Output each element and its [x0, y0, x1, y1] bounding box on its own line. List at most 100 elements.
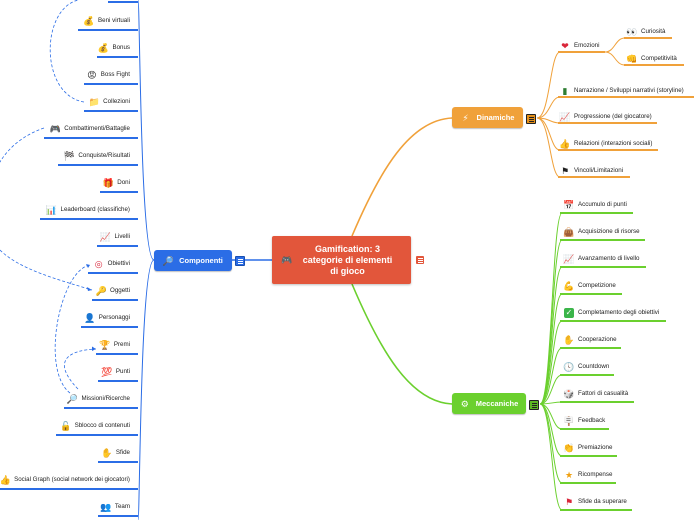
- componenti-item-conquiste[interactable]: 🏁 Conquiste/Risultati: [63, 151, 130, 161]
- meccaniche-item-premiazione[interactable]: 👏 Premiazione: [563, 443, 613, 453]
- meccaniche-item-ricompense[interactable]: ★ Ricompense: [564, 470, 613, 480]
- connector-dinamiche: [351, 117, 453, 237]
- meccaniche-item-countdown[interactable]: 🕓 Countdown: [563, 362, 610, 372]
- central-collapse-button[interactable]: [416, 256, 424, 264]
- componenti-item-leaderboard[interactable]: 📊 Leaderboard (classifiche): [45, 205, 130, 215]
- flag-icon: ⚑: [560, 166, 570, 176]
- componenti-item-doni[interactable]: 🎁 Doni: [102, 178, 130, 188]
- componenti-item-premi[interactable]: 🏆 Premi: [99, 340, 130, 350]
- hundred-icon: 💯: [101, 367, 113, 377]
- trophy-icon: 🏆: [99, 340, 111, 350]
- meccaniche-connectors: [539, 212, 563, 511]
- dinamiche-item-progressione[interactable]: 📈 Progressione (del giocatore): [559, 112, 652, 122]
- branch-dinamiche[interactable]: ⚡ Dinamiche: [452, 107, 523, 128]
- muscle-icon: 💪: [563, 281, 575, 291]
- clock-icon: 🕓: [563, 362, 575, 372]
- componenti-item-sblocco-contenuti[interactable]: 🔓 Sblocco di contenuti: [60, 421, 130, 431]
- signpost-icon: 🪧: [563, 416, 575, 426]
- red-flag-icon: ⚑: [564, 497, 574, 507]
- meccaniche-item-avanzamento-livello[interactable]: 📈 Avanzamento di livello: [563, 254, 640, 264]
- dinamiche-item-narrazione[interactable]: ▮ Narrazione / Sviluppi narrativi (story…: [560, 86, 684, 96]
- componenti-item-missioni[interactable]: 🔎 Missioni/Ricerche: [66, 394, 130, 404]
- angry-face-icon: 😡: [87, 70, 97, 80]
- dinamiche-connectors: [536, 37, 626, 178]
- thumbs-up-icon: 👍: [559, 139, 571, 149]
- money-bag-icon: 💰: [97, 43, 110, 53]
- dinamiche-item-competitivita[interactable]: 👊 Competitività: [626, 54, 677, 64]
- branch-meccaniche-label: Meccaniche: [475, 399, 519, 408]
- hand-icon: ✋: [563, 335, 575, 345]
- dinamiche-item-curiosita[interactable]: 👀 Curiosità: [626, 27, 666, 37]
- meccaniche-item-sfide-superare[interactable]: ⚑ Sfide da superare: [564, 497, 627, 507]
- componenti-connectors: [137, 0, 155, 520]
- key-icon: 🔑: [95, 286, 107, 296]
- componenti-item-beni-virtuali[interactable]: 💰 Beni virtuali: [83, 16, 130, 26]
- branch-dinamiche-label: Dinamiche: [476, 113, 515, 122]
- people-icon: 👥: [100, 502, 112, 512]
- componenti-item-collezioni[interactable]: 📁 Collezioni: [88, 97, 130, 107]
- relationship-arrowheads: [86, 264, 96, 351]
- componenti-item-combattimenti[interactable]: 🎮 Combattimenti/Battaglie: [49, 124, 130, 134]
- componenti-item-bonus[interactable]: 💰 Bonus: [97, 43, 130, 53]
- meccaniche-item-cooperazione[interactable]: ✋ Cooperazione: [563, 335, 617, 345]
- meccaniche-underlines: [560, 212, 666, 511]
- star-icon: ★: [564, 470, 574, 480]
- meccaniche-item-feedback[interactable]: 🪧 Feedback: [563, 416, 606, 426]
- connector-meccaniche: [351, 283, 453, 405]
- hand-icon: ✋: [101, 448, 113, 458]
- meccaniche-item-acquisizione-risorse[interactable]: 👜 Acquisizione di risorse: [563, 227, 640, 237]
- meccaniche-item-completamento-obiettivi[interactable]: ✓ Completamento degli obiettivi: [564, 308, 660, 318]
- branch-meccaniche[interactable]: ⚙ Meccaniche: [452, 393, 526, 414]
- checkered-flag-icon: 🏁: [63, 151, 76, 161]
- chart-up-icon: 📈: [563, 254, 575, 264]
- lock-icon: 🔓: [60, 421, 72, 431]
- gear-icon: ⚙: [460, 398, 469, 409]
- componenti-item-punti[interactable]: 💯 Punti: [101, 367, 130, 377]
- dinamiche-collapse-button[interactable]: [526, 114, 536, 124]
- branch-componenti[interactable]: 🔎 Componenti: [154, 250, 232, 271]
- componenti-item-social-graph[interactable]: 👍 Social Graph (social network dei gioca…: [0, 475, 130, 485]
- relationship-links: [0, 0, 97, 394]
- eyes-icon: 👀: [626, 27, 638, 37]
- fist-icon: 👊: [626, 54, 638, 64]
- person-icon: 👤: [84, 313, 96, 323]
- chart-up-icon: 📈: [99, 232, 112, 242]
- meccaniche-item-fattori-casualita[interactable]: 🎲 Fattori di casualità: [563, 389, 629, 399]
- gamepad-icon: 🎮: [281, 255, 293, 265]
- chart-up-icon: 📈: [559, 112, 571, 122]
- dice-icon: 🎲: [563, 389, 575, 399]
- componenti-item-obiettivi[interactable]: ◎ Obiettivi: [94, 259, 130, 269]
- componenti-item-livelli[interactable]: 📈 Livelli: [99, 232, 130, 242]
- check-icon: ✓: [564, 308, 574, 318]
- target-icon: ◎: [94, 259, 103, 269]
- componenti-item-boss-fight[interactable]: 😡 Boss Fight: [87, 70, 130, 80]
- bag-icon: 👜: [563, 227, 575, 237]
- meccaniche-item-accumulo-punti[interactable]: 📅 Accumulo di punti: [563, 200, 627, 210]
- lightning-icon: ⚡: [462, 112, 469, 123]
- book-icon: ▮: [562, 86, 568, 96]
- dinamiche-item-emozioni[interactable]: ❤ Emozioni: [561, 41, 600, 51]
- money-bag-icon: 💰: [83, 16, 95, 26]
- gamepad-icon: 🎮: [49, 124, 61, 134]
- central-node[interactable]: 🎮 Gamification: 3 categorie di elementi …: [272, 236, 411, 284]
- clap-icon: 👏: [563, 443, 575, 453]
- gift-icon: 🎁: [102, 178, 114, 188]
- dinamiche-item-vincoli[interactable]: ⚑ Vincoli/Limitazioni: [560, 166, 624, 176]
- central-title: Gamification: 3 categorie di elementi di…: [302, 243, 393, 276]
- componenti-item-personaggi[interactable]: 👤 Personaggi: [84, 313, 130, 323]
- componenti-item-oggetti[interactable]: 🔑 Oggetti: [95, 286, 130, 296]
- componenti-collapse-button[interactable]: [235, 256, 245, 266]
- heart-icon: ❤: [561, 41, 569, 51]
- magnifier-icon: 🔎: [66, 394, 79, 404]
- magnifier-icon: 🔎: [162, 255, 174, 266]
- dinamiche-item-relazioni[interactable]: 👍 Relazioni (interazioni sociali): [559, 139, 653, 149]
- meccaniche-item-competizione[interactable]: 💪 Competizione: [563, 281, 616, 291]
- thumbs-up-icon: 👍: [0, 475, 11, 485]
- meccaniche-collapse-button[interactable]: [529, 400, 539, 410]
- componenti-item-sfide[interactable]: ✋ Sfide: [101, 448, 130, 458]
- componenti-item-team[interactable]: 👥 Team: [100, 502, 130, 512]
- branch-componenti-label: Componenti: [179, 256, 223, 265]
- calendar-icon: 📅: [563, 200, 575, 210]
- folder-icon: 📁: [88, 97, 100, 107]
